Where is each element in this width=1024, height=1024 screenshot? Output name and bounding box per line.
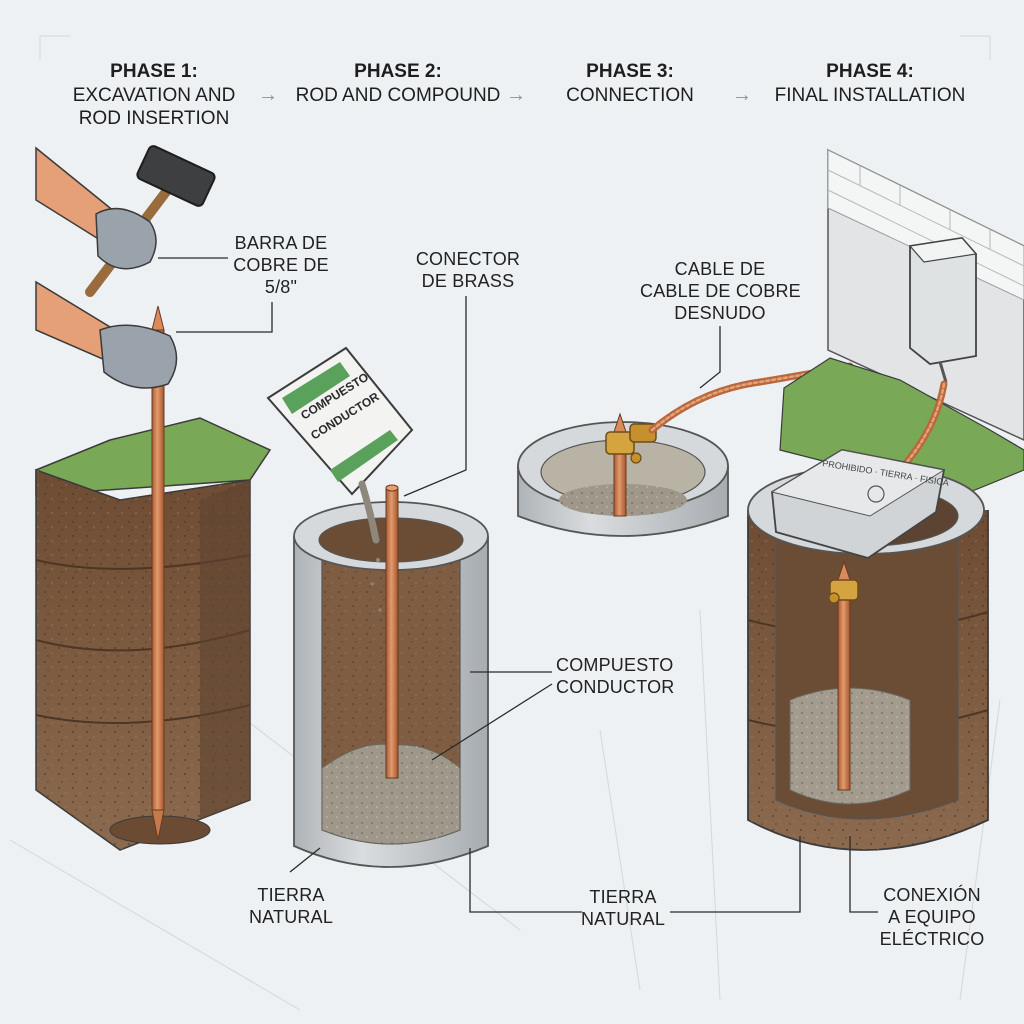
label-natural-soil-1: TIERRA NATURAL [236,884,346,928]
label-brass-connector-line-2: DE BRASS [421,271,515,291]
label-natural-soil-2: TIERRA NATURAL [568,886,678,930]
phase-4-header: PHASE 4: FINAL INSTALLATION [760,60,980,107]
label-natural-soil-1-line-1: TIERRA [257,885,325,905]
phase-3-title: PHASE 3: [586,61,674,82]
phase-1-copper-rod [151,305,165,841]
label-natural-soil-1-line-2: NATURAL [248,907,334,927]
electrical-box [908,237,978,383]
phase-4-title: PHASE 4: [826,61,914,82]
phase-2-copper-rod [385,484,399,779]
phase-1-title: PHASE 1: [110,61,198,82]
label-copper-rod-line-1: BARRA DE [234,233,328,253]
phase-2-title: PHASE 2: [354,61,442,82]
phase-2-compound-bag: COMPUESTO CONDUCTOR [266,346,414,612]
phase-4-copper-rod [828,560,859,791]
label-equipment-connection-line-3: ELÉCTRICO [879,929,985,949]
phase-1-hands [35,146,178,389]
label-brass-connector-line-1: CONECTOR [415,249,521,269]
label-bare-copper-cable-line-3: DESNUDO [674,303,766,323]
phase-4-subtitle-line-1: FINAL INSTALLATION [774,85,966,106]
label-copper-rod-line-2: COBRE DE [233,255,329,275]
phase-arrow-3: → [732,84,752,106]
label-bare-copper-cable: CABLE DE CABLE DE COBRE DESNUDO [640,258,801,324]
label-copper-rod: BARRA DE COBRE DE 5/8" [226,232,336,298]
phase-2-header: PHASE 2: ROD AND COMPOUND [288,60,508,107]
label-bare-copper-cable-line-1: CABLE DE [674,259,766,279]
label-equipment-connection-line-2: A EQUIPO [888,907,976,927]
phase-2-subtitle: ROD AND COMPOUND [288,84,508,107]
label-conductive-compound-line-2: CONDUCTOR [556,677,675,697]
phase-1-header: PHASE 1: EXCAVATION AND ROD INSERTION [44,60,264,130]
phase-1-subtitle-line-2: ROD INSERTION [78,108,230,129]
label-brass-connector: CONECTOR DE BRASS [408,248,528,292]
leader-lines [158,257,878,913]
phase-3-subtitle: CONNECTION [520,84,740,107]
phase-1-soil-block [35,417,272,851]
phase-3-header: PHASE 3: CONNECTION [520,60,740,107]
label-copper-rod-line-3: 5/8" [264,277,298,297]
phase-3-subtitle-line-1: CONNECTION [566,85,694,106]
phase-arrow-2: → [506,84,526,106]
label-equipment-connection-line-1: CONEXIÓN [883,885,981,905]
label-conductive-compound-line-1: COMPUESTO [556,655,674,675]
label-natural-soil-2-line-1: TIERRA [589,887,657,907]
label-natural-soil-2-line-2: NATURAL [580,909,666,929]
label-conductive-compound: COMPUESTO CONDUCTOR [556,654,686,698]
phase-1-subtitle-line-1: EXCAVATION AND [72,85,236,106]
phase-1-subtitle: EXCAVATION AND ROD INSERTION [44,84,264,130]
phase-4-subtitle: FINAL INSTALLATION [760,84,980,107]
label-bare-copper-cable-line-2: CABLE DE COBRE [640,281,801,301]
phase-3-copper-rod [613,412,627,517]
phase-2-subtitle-line-1: ROD AND COMPOUND [295,85,501,106]
label-equipment-connection: CONEXIÓN A EQUIPO ELÉCTRICO [874,884,990,950]
phase-arrow-1: → [258,84,278,106]
